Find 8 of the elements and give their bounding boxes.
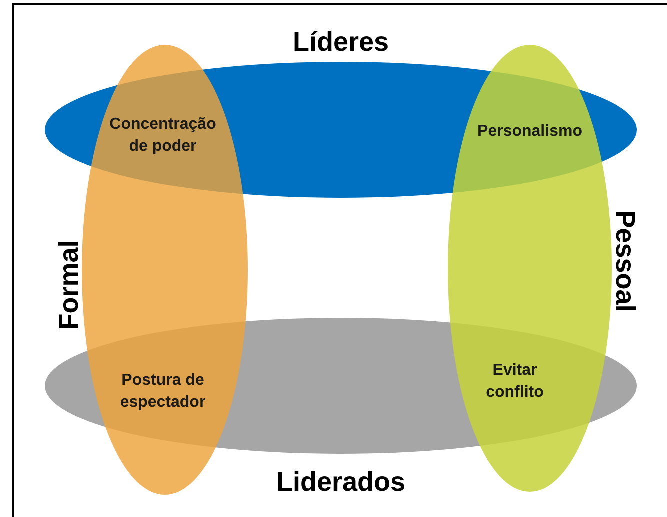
heading: Formal — [52, 240, 85, 330]
overlap-label: Postura de espectador — [119, 371, 207, 413]
overlap-label: Personalismo — [476, 122, 584, 142]
heading: Líderes — [292, 26, 390, 59]
overlap-label: Evitar conflito — [485, 361, 545, 403]
heading: Pessoal — [609, 210, 642, 312]
heading: Liderados — [275, 466, 407, 498]
overlap-label: Concentração de poder — [108, 115, 218, 157]
